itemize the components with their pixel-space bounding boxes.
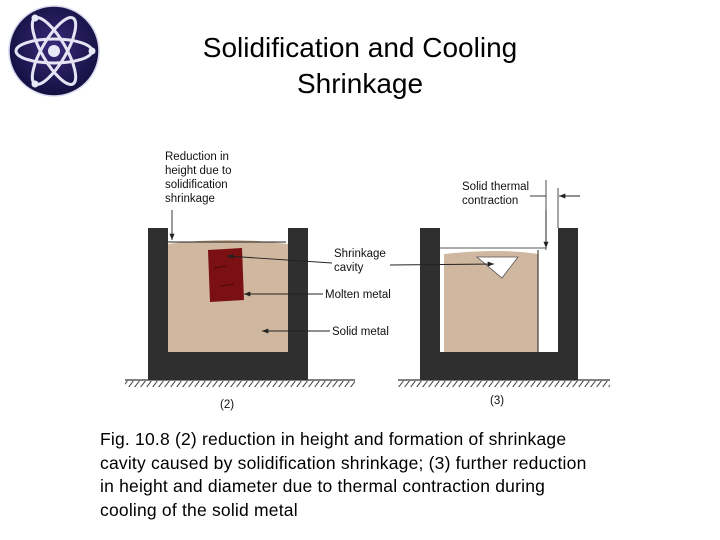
mold-3 [420,228,578,380]
label-fig-3: (3) [490,395,504,407]
caption-line-1: Fig. 10.8 (2) reduction in height and fo… [100,429,567,449]
caption-line-4: cooling of the solid metal [100,499,298,520]
molten-metal-region [208,248,244,302]
label-thermal-2: contraction [462,195,518,207]
figure-caption: Fig. 10.8 (2) reduction in height and fo… [100,428,660,522]
solid-metal-3 [444,251,538,352]
ground-left [125,379,355,387]
label-fig-2: (2) [220,399,234,411]
mold-2 [148,228,308,380]
atom-icon [8,5,100,97]
slide-title: Solidification and Cooling Shrinkage [100,30,620,102]
atom-logo [8,5,100,97]
label-reduction-4: shrinkage [165,193,215,205]
label-reduction-3: solidification [165,179,228,191]
label-solid-metal: Solid metal [332,326,389,338]
label-reduction-2: height due to [165,165,232,177]
title-line-1: Solidification and Cooling [202,32,518,63]
label-thermal-1: Solid thermal [462,181,529,193]
shrinkage-figure: Reduction in height due to solidificatio… [110,140,610,420]
shrinkage-diagram: Reduction in height due to solidificatio… [125,151,610,411]
label-reduction-1: Reduction in [165,151,229,163]
label-shrinkage-cavity-1: Shrinkage [334,248,386,260]
label-molten-metal: Molten metal [325,289,391,301]
label-shrinkage-cavity-2: cavity [334,262,364,274]
caption-line-2: cavity caused by solidification shrinkag… [100,452,587,473]
shrinkage-cavity [475,256,519,279]
title-line-2: Shrinkage [296,68,424,99]
caption-line-3: in height and diameter due to thermal co… [100,476,546,496]
ground-right [398,379,610,387]
